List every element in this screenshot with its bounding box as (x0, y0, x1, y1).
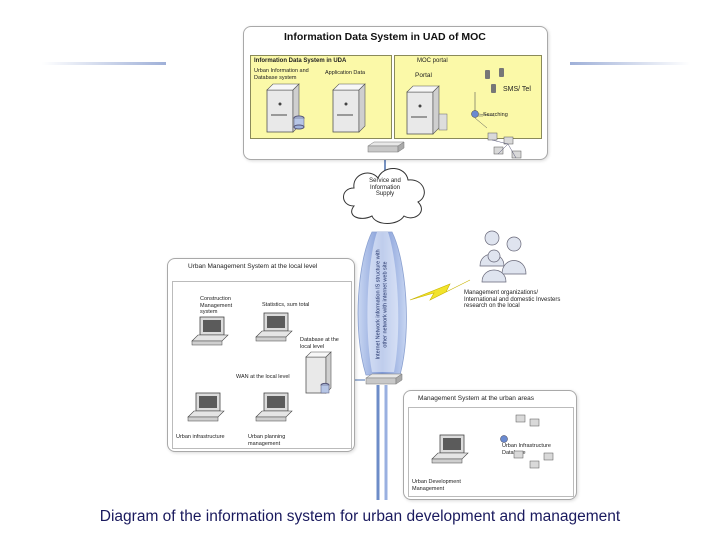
decor-line-left (42, 62, 166, 65)
wireless-link (409, 279, 471, 301)
label-app-data: Application Data (325, 70, 366, 76)
server-group-uda (266, 83, 366, 133)
label-sms-tel: SMS/ Tel (503, 86, 531, 93)
computer-icon (255, 392, 293, 422)
server-icon (406, 85, 440, 135)
cloud-label: Service and Information Supply (369, 178, 401, 197)
panel-management-urban-areas: Management System at the urban areas Urb… (403, 390, 577, 500)
diagram-caption: Diagram of the information system for ur… (99, 508, 621, 525)
label-infrastructure: Urban infrastructure (176, 434, 225, 440)
box-ids-uda: Information Data System in UDA Urban Inf… (250, 55, 392, 139)
panel-title: Information Data System in UAD of MOC (284, 31, 486, 43)
label-orgs: Management organizations/ International … (464, 290, 561, 309)
label-dev-mgmt: Urban Development Management (412, 479, 461, 492)
computer-icon (187, 392, 225, 422)
decor-line-right (570, 62, 690, 65)
box-title-ids-uda: Information Data System in UDA (254, 58, 347, 64)
label-searching: Searching (483, 112, 508, 118)
people-icon (479, 230, 527, 283)
box-moc-portal: MOC portal Portal SMS/ Tel Searching (394, 55, 542, 139)
label-portal: Portal (415, 72, 432, 79)
box-title-moc-portal: MOC portal (417, 58, 448, 64)
panel-urban-management-local: Urban Management System at the local lev… (167, 258, 355, 452)
local-inner-frame (172, 281, 352, 449)
computer-icon (255, 312, 293, 342)
label-database-local: Database at the local level (300, 337, 339, 350)
local-devices (187, 312, 332, 422)
computer-icon (431, 434, 469, 464)
side-device (438, 113, 448, 131)
computer-icon (191, 316, 229, 346)
server-icon (305, 351, 332, 394)
panel-information-data-system-uad: Information Data System in UAD of MOC In… (243, 26, 548, 160)
urban-areas-inner-frame (408, 407, 574, 497)
hub-icon (471, 110, 479, 118)
panel-title-local: Urban Management System at the local lev… (188, 263, 318, 270)
server-icon (332, 83, 366, 133)
urban-area-devices (431, 414, 554, 469)
label-statistics: Statistics, sum total (262, 302, 310, 308)
label-wan: WAN at the local level (236, 374, 290, 380)
label-urban-info-db: Urban Information and Database system (254, 68, 309, 81)
cloud-icon (343, 168, 425, 224)
tube-label: Internet Network information IS structur… (375, 249, 389, 360)
server-icon (266, 83, 305, 133)
client-computers (513, 414, 554, 469)
portal-group (406, 68, 504, 135)
label-construction: Construction Management system (200, 296, 233, 315)
network-switch-mid (365, 373, 403, 385)
phone-icon (485, 68, 504, 93)
label-planning: Urban planning management (248, 434, 286, 447)
network-switch-top (367, 141, 405, 153)
client-computers-top (487, 132, 522, 159)
hub-icon (500, 435, 508, 443)
panel-title-urban-areas: Management System at the urban areas (418, 395, 534, 402)
